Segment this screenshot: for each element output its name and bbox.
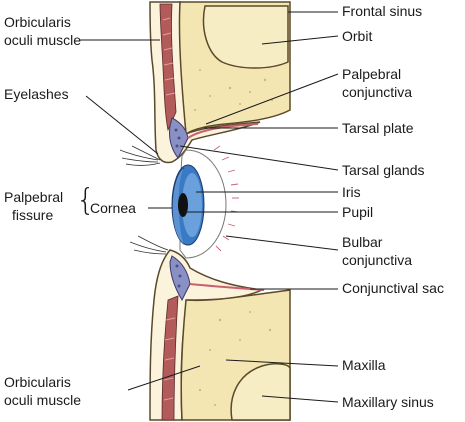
iris-highlight <box>182 173 202 237</box>
label-palpebral-fissure-1: Palpebral <box>4 189 64 205</box>
label-frontal-sinus: Frontal sinus <box>342 3 423 19</box>
orbicularis-upper-muscle <box>159 3 177 132</box>
label-palpebral-conjunctiva-1: Palpebral <box>342 66 402 82</box>
pupil-shape <box>178 193 188 217</box>
maxillary-sinus-shape <box>230 363 291 421</box>
label-orbicularis-top-2: oculi muscle <box>4 32 82 48</box>
label-iris: Iris <box>342 184 361 200</box>
tarsal-glands-lower <box>175 264 182 288</box>
palpebral-conjunctiva-upper <box>187 123 259 139</box>
bone-texture-bottom <box>198 311 272 406</box>
label-orbicularis-bottom-2: oculi muscle <box>4 392 82 408</box>
label-tarsal-glands: Tarsal glands <box>342 162 425 178</box>
label-eyelashes: Eyelashes <box>4 86 69 102</box>
label-conjunctival-sac: Conjunctival sac <box>342 280 444 296</box>
frontal-sinus-shape <box>202 5 289 69</box>
leader-lines <box>80 11 339 403</box>
tarsal-glands-upper <box>174 128 181 148</box>
bone-texture-top <box>194 69 274 111</box>
orbicularis-lower-fibers <box>163 317 176 401</box>
label-orbicularis-bottom-1: Orbicularis <box>4 374 71 390</box>
eyelashes-lower <box>129 235 169 255</box>
orbicularis-lower-muscle <box>161 295 179 421</box>
tarsal-plate-lower <box>169 255 191 302</box>
label-palpebral-conjunctiva-2: conjunctiva <box>342 84 413 100</box>
label-cornea: Cornea <box>90 200 136 216</box>
label-bulbar-conjunctiva-2: conjunctiva <box>342 252 413 268</box>
label-maxilla: Maxilla <box>342 357 386 373</box>
label-orbicularis-top-1: Orbicularis <box>4 14 71 30</box>
eyelashes-upper <box>119 145 161 166</box>
label-pupil: Pupil <box>342 204 374 220</box>
orbicularis-upper-fibers <box>162 17 176 96</box>
bulbar-conjunctiva-halo <box>213 145 239 252</box>
label-bulbar-conjunctiva-1: Bulbar <box>342 234 383 250</box>
label-orbit: Orbit <box>342 28 373 44</box>
label-palpebral-fissure-2: fissure <box>12 207 54 223</box>
brace-icon: { <box>76 183 96 218</box>
label-maxillary-sinus: Maxillary sinus <box>342 394 434 410</box>
label-tarsal-plate: Tarsal plate <box>342 120 414 136</box>
